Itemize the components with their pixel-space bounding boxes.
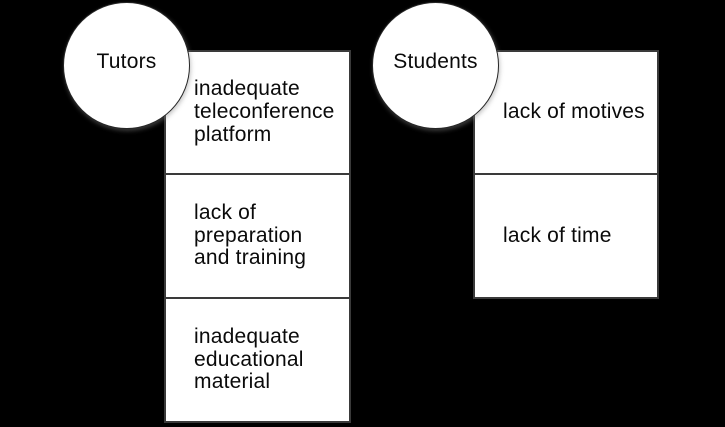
students-circle-label: Students: [393, 49, 478, 73]
issue-box-lack-of-motives: lack of motives: [473, 50, 659, 175]
tutors-circle-label: Tutors: [96, 49, 157, 73]
issue-box-inadequate-teleconference-platform: inadequate teleconference platform: [164, 50, 351, 175]
students-circle: Students: [372, 2, 499, 129]
tutors-circle: Tutors: [63, 2, 190, 129]
students-issues-column: lack of motives lack of time: [473, 50, 659, 299]
issue-box-lack-of-time: lack of time: [473, 173, 659, 299]
issue-box-lack-of-preparation-and-training: lack of preparation and training: [164, 173, 351, 299]
tutors-issues-column: inadequate teleconference platform lack …: [164, 50, 351, 423]
issue-box-inadequate-educational-material: inadequate educational material: [164, 297, 351, 423]
